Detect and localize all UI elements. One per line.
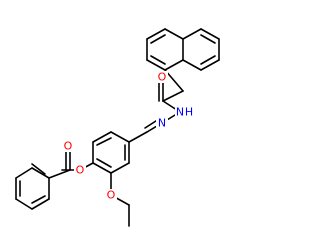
bond xyxy=(31,163,46,175)
bond xyxy=(15,198,33,210)
bond xyxy=(92,131,112,143)
atom-n-amide: N H xyxy=(175,106,195,119)
label-mask xyxy=(74,164,86,176)
label-mask xyxy=(156,71,168,83)
bond xyxy=(182,59,202,71)
label-mask xyxy=(62,140,74,152)
atom-symbol: O xyxy=(76,164,85,177)
atom-label-layer: O N H N O O O xyxy=(62,71,195,202)
atom-symbol: O xyxy=(158,71,167,84)
atom-o-carbonyl-amide: O xyxy=(156,71,168,84)
label-mask xyxy=(156,117,168,129)
bond xyxy=(150,55,166,65)
atom-o-ester-carbonyl: O xyxy=(62,140,74,153)
bond xyxy=(31,198,50,210)
bond xyxy=(96,158,112,168)
atom-symbol: N xyxy=(176,106,184,119)
bond xyxy=(31,167,50,179)
bond xyxy=(164,28,184,40)
bond xyxy=(200,59,220,71)
bond xyxy=(110,131,130,143)
bond xyxy=(15,167,33,179)
bond xyxy=(110,162,130,174)
bond xyxy=(200,28,220,40)
bond xyxy=(200,55,216,65)
atom-o-ether: O xyxy=(105,189,117,202)
atom-o-ester: O xyxy=(74,164,86,177)
bond xyxy=(92,162,112,174)
atom-symbol-hydrogen: H xyxy=(185,106,193,119)
atom-symbol: O xyxy=(64,140,73,153)
label-mask xyxy=(175,106,195,118)
atom-symbol: O xyxy=(107,189,116,202)
bond xyxy=(96,137,112,146)
atom-n-hydrazone: N xyxy=(156,117,168,130)
bond xyxy=(182,28,202,40)
bond xyxy=(200,34,216,44)
bond xyxy=(48,169,71,179)
bond-layer xyxy=(15,28,220,227)
bond xyxy=(164,59,184,71)
bond xyxy=(31,195,46,204)
bond xyxy=(128,131,148,143)
label-mask xyxy=(105,189,117,201)
bond xyxy=(162,90,184,102)
bond xyxy=(146,59,166,71)
chemical-structure: O N H N O O O xyxy=(15,28,220,227)
bond xyxy=(150,34,166,44)
bond xyxy=(146,28,166,40)
atom-symbol: N xyxy=(158,117,166,130)
